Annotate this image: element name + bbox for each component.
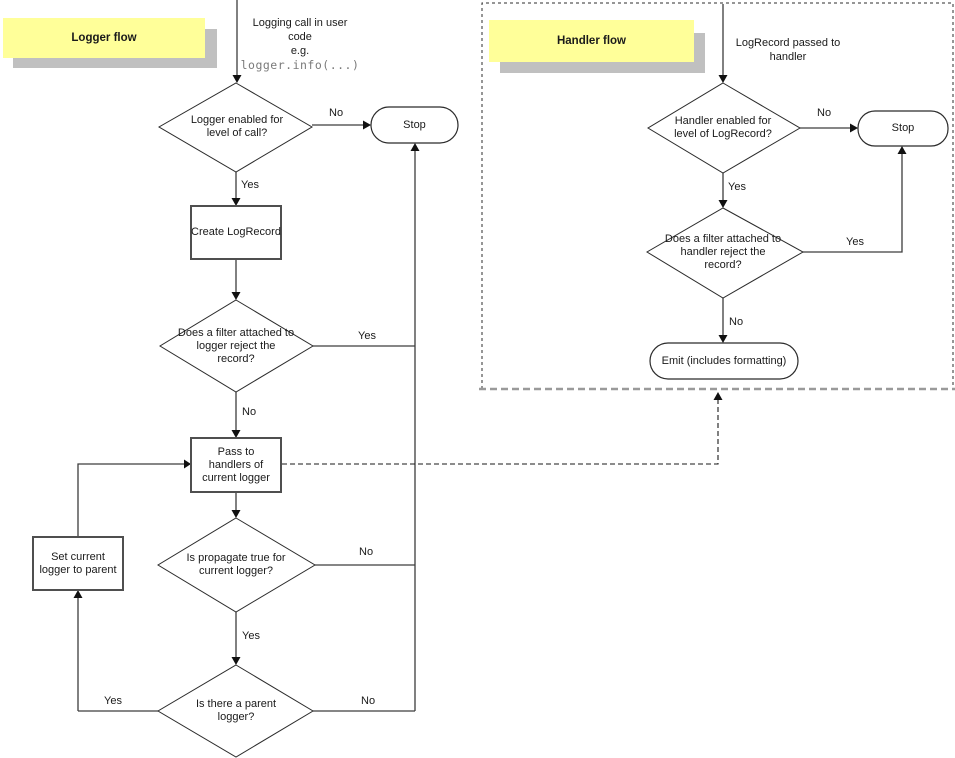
- edge-label-parent-no: No: [361, 695, 376, 707]
- arrow-down-into-propagate: [231, 510, 241, 518]
- edge-label-handler-level-yes: Yes: [728, 181, 746, 193]
- logger-flow-title: Logger flow: [71, 31, 137, 44]
- edge-label-level-no: No: [329, 107, 344, 119]
- handler-flow-lines: [722, 4, 903, 337]
- arrow-down-into-create: [231, 198, 241, 206]
- parent-check-label: Is there a parent logger?: [195, 698, 277, 723]
- handler-flow-title: Handler flow: [556, 34, 626, 47]
- arrow-up-into-handler-box: [713, 392, 723, 400]
- logger-flow-lines: [77, 0, 416, 712]
- logger-entry-annotation: Logging call in user code e.g. logger.in…: [238, 16, 362, 72]
- edge-label-level-yes: Yes: [241, 179, 259, 191]
- emit-terminal: [649, 342, 799, 380]
- logger-stop-terminal: [370, 106, 459, 144]
- edge-label-parent-yes: Yes: [104, 695, 122, 707]
- arrowheads: [73, 75, 907, 665]
- arrow-down-into-parent-check: [231, 657, 241, 665]
- handler-level-check-diamond: [647, 82, 801, 174]
- handler-flow-dashed-box: [481, 2, 954, 389]
- logger-entry-line-2: code: [288, 31, 312, 43]
- handler-entry-annotation: LogRecord passed to handler: [735, 37, 841, 63]
- set-parent-box: [32, 536, 124, 591]
- propagate-check-diamond: [157, 517, 316, 613]
- arrow-down-into-filter: [231, 292, 241, 300]
- edge-label-handler-filter-yes: Yes: [846, 236, 864, 248]
- logger-stop-label: Stop: [403, 118, 426, 131]
- logger-entry-line-3: e.g.: [290, 45, 310, 57]
- set-parent-label: Set current logger to parent: [39, 550, 117, 576]
- handler-level-check-label: Handler enabled for level of LogRecord?: [674, 115, 772, 140]
- arrow-up-into-set-parent: [73, 590, 83, 598]
- arrow-up-into-stop: [410, 143, 420, 151]
- propagate-check-label: Is propagate true for current logger?: [186, 552, 286, 577]
- edge-label-filter-yes: Yes: [358, 330, 376, 342]
- handler-note: [489, 20, 694, 62]
- edge-set-parent-to-pass: [77, 463, 186, 537]
- arrow-right-into-pass: [184, 459, 191, 469]
- handler-filter-check-diamond: [646, 207, 805, 299]
- logger-entry-line-1: Logging call in user: [252, 17, 348, 29]
- arrow-down-into-emit: [718, 335, 728, 343]
- edge-label-filter-no: No: [242, 406, 257, 418]
- logger-level-check-label: Logger enabled for level of call?: [190, 114, 284, 139]
- parent-check-diamond: [157, 664, 314, 758]
- logger-filter-check-label: Does a filter attached to logger reject …: [177, 326, 295, 365]
- edge-label-handler-level-no: No: [817, 107, 832, 119]
- logger-entry-code: logger.info(...): [240, 58, 360, 72]
- arrow-up-into-handler-stop: [897, 146, 907, 154]
- emit-label: Emit (includes formatting): [661, 354, 787, 367]
- handler-filter-check-label: Does a filter attached to handler reject…: [664, 232, 782, 271]
- logger-note: [3, 18, 205, 58]
- edge-label-propagate-yes: Yes: [242, 630, 260, 642]
- handler-stop-terminal: [857, 110, 949, 147]
- edge-label-propagate-no: No: [359, 546, 374, 558]
- arrow-right-into-stop: [363, 120, 371, 130]
- arrow-down-into-handler-level: [718, 75, 728, 83]
- edge-pass-to-handler-flow-dashed: [282, 399, 719, 465]
- pass-to-handlers-box: [190, 437, 282, 493]
- arrow-down-into-pass: [231, 430, 241, 438]
- edge-label-handler-filter-no: No: [729, 316, 744, 328]
- create-logrecord-box: [190, 205, 282, 260]
- logger-filter-check-diamond: [159, 299, 314, 393]
- arrow-right-into-handler-stop: [850, 123, 858, 133]
- pass-to-handlers-label: Pass to handlers of current logger: [202, 445, 270, 484]
- logger-level-check-diamond: [158, 82, 313, 173]
- arrow-down-into-handler-filter: [718, 200, 728, 208]
- create-logrecord-label: Create LogRecord: [191, 226, 281, 238]
- arrow-down-into-level-check: [232, 75, 242, 83]
- handler-stop-label: Stop: [891, 122, 915, 134]
- edge-handler-filter-yes-to-stop: [803, 152, 903, 253]
